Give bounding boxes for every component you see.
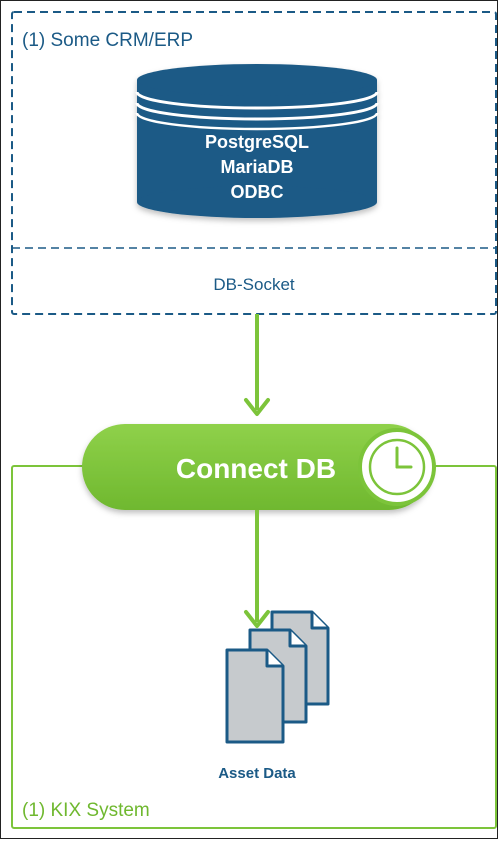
arrow-connector-to-documents <box>244 510 270 628</box>
arrow-socket-to-connector <box>244 314 270 416</box>
database-icon <box>135 64 379 218</box>
source-group-title: (1) Some CRM/ERP <box>22 30 193 51</box>
clock-icon <box>358 428 436 506</box>
connect-db-node: Connect DB <box>82 424 432 510</box>
db-line-1: PostgreSQL <box>205 132 309 152</box>
connect-db-label: Connect DB <box>176 453 336 484</box>
db-line-2: MariaDB <box>220 157 293 177</box>
target-group-title: (1) KIX System <box>22 800 150 821</box>
database-label: PostgreSQL MariaDB ODBC <box>205 132 309 202</box>
documents-icon <box>225 610 330 744</box>
asset-data-label: Asset Data <box>218 765 296 782</box>
db-socket-label: DB-Socket <box>213 275 295 294</box>
db-line-3: ODBC <box>231 182 284 202</box>
